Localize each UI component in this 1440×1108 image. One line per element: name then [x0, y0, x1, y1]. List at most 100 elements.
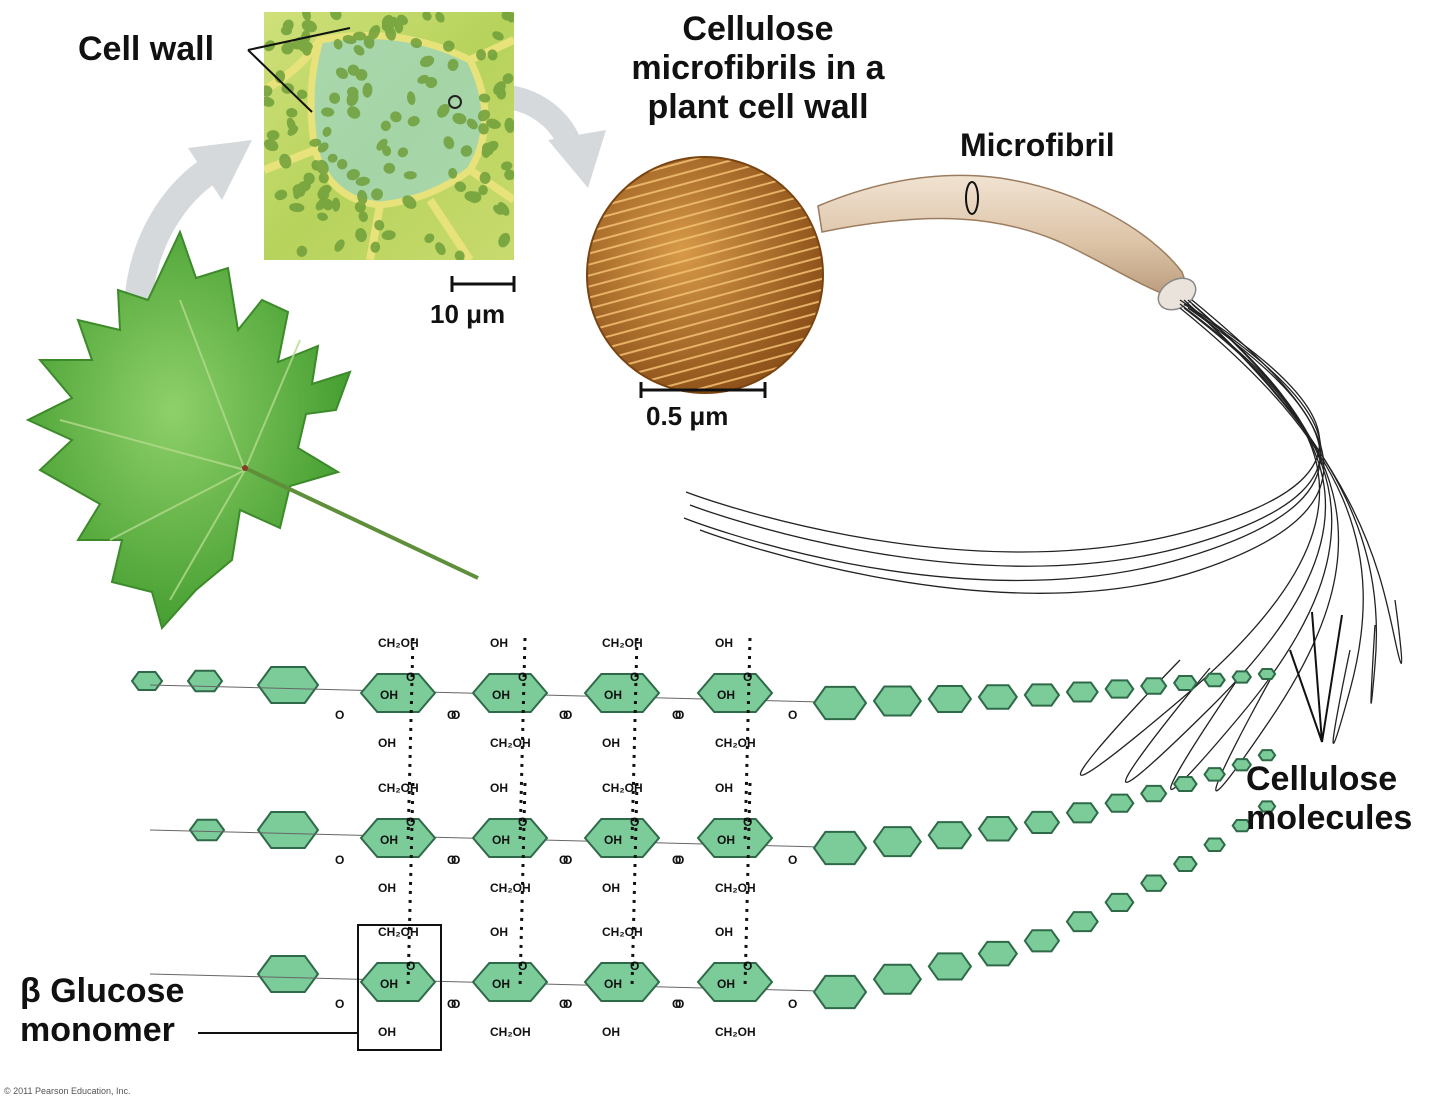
chem-label: O	[559, 997, 568, 1011]
microfibril-micrograph	[586, 156, 824, 394]
chloroplast	[478, 93, 491, 103]
chloroplast	[407, 116, 420, 127]
chloroplast	[355, 69, 368, 81]
chloroplast	[289, 202, 305, 213]
chem-label: OH	[490, 781, 508, 795]
chloroplast	[346, 90, 359, 107]
chloroplast	[478, 123, 489, 135]
simple-glucose-ring	[256, 666, 320, 704]
cellulose-strand	[699, 299, 1325, 594]
chloroplast	[296, 245, 308, 257]
chloroplast	[334, 239, 345, 252]
title-line-3: plant cell wall	[647, 87, 869, 126]
simple-glucose-ring	[188, 818, 226, 842]
chem-label: O	[447, 853, 456, 867]
chloroplast	[292, 184, 306, 198]
chloroplast	[371, 188, 383, 201]
chloroplast	[317, 142, 329, 153]
chloroplast	[410, 38, 423, 49]
chloroplast	[424, 233, 435, 243]
simple-glucose-ring	[186, 669, 224, 693]
chem-label: O	[675, 997, 684, 1011]
chloroplast	[447, 58, 459, 71]
fibril-stripe	[587, 240, 823, 312]
chloroplast	[329, 92, 341, 104]
chem-label: OH	[717, 688, 735, 702]
chloroplast	[284, 41, 295, 53]
fibril-stripe	[587, 295, 823, 367]
chem-label: O	[335, 997, 344, 1011]
simple-glucose-ring	[1065, 681, 1099, 703]
cellulose-strands	[683, 299, 1403, 792]
chloroplast	[279, 153, 292, 169]
chloroplast	[346, 168, 360, 181]
chloroplast	[297, 41, 313, 52]
chloroplast	[479, 171, 491, 185]
chem-label: CH₂OH	[602, 636, 643, 650]
simple-glucose-ring	[1104, 892, 1135, 912]
chem-label: O	[406, 670, 415, 684]
fibril-stripe	[587, 284, 823, 356]
simple-glucose-ring	[1172, 675, 1198, 691]
chloroplast	[454, 181, 467, 192]
chem-label: OH	[715, 781, 733, 795]
simple-glucose-ring	[1140, 874, 1168, 892]
chem-label: OH	[490, 636, 508, 650]
chem-label: O	[672, 853, 681, 867]
chem-label: O	[788, 997, 797, 1011]
chloroplast	[352, 31, 367, 41]
simple-glucose-ring	[977, 684, 1019, 710]
chloroplast	[478, 184, 488, 196]
glucose-ring	[471, 818, 549, 858]
chloroplast	[501, 12, 513, 21]
chem-label: OH	[378, 1025, 396, 1039]
chem-label: O	[451, 708, 460, 722]
chem-label: OH	[380, 977, 398, 991]
simple-glucose-ring	[1023, 929, 1061, 953]
chem-label: O	[518, 815, 527, 829]
chem-label: CH₂OH	[378, 925, 419, 939]
glucose-ring	[696, 962, 774, 1002]
chloroplast	[493, 81, 506, 95]
chloroplast	[317, 212, 328, 221]
simple-glucose-ring	[1065, 802, 1099, 824]
simple-glucose-ring	[1065, 911, 1099, 933]
chem-label: O	[675, 853, 684, 867]
chloroplast	[353, 44, 365, 56]
glucose-ring	[359, 818, 437, 858]
chem-label: O	[675, 708, 684, 722]
cellulose-strand	[689, 303, 1322, 567]
simple-glucose-ring	[256, 955, 320, 993]
chem-label: OH	[490, 925, 508, 939]
chloroplast	[477, 109, 491, 122]
hydrogen-bond	[406, 782, 415, 989]
chloroplast	[486, 118, 501, 129]
chloroplast	[264, 96, 275, 107]
chem-label: O	[563, 708, 572, 722]
chloroplast	[311, 160, 321, 171]
cellulose-molecules-pointer	[1289, 611, 1343, 743]
chloroplast	[500, 161, 513, 171]
chloroplast	[481, 142, 494, 156]
glucose-ring	[583, 818, 661, 858]
chem-label: OH	[715, 925, 733, 939]
chloroplast	[487, 49, 498, 61]
chloroplast	[460, 145, 473, 157]
chloroplast	[403, 171, 417, 180]
label-microfibril: Microfibril	[960, 127, 1115, 163]
cell-wall-micrograph	[264, 12, 514, 260]
chloroplast	[419, 55, 435, 68]
chem-label: O	[563, 997, 572, 1011]
chloroplast	[466, 118, 478, 130]
chloroplast	[437, 103, 450, 118]
chloroplast	[498, 232, 511, 248]
chloroplast	[296, 89, 308, 100]
glucose-ring	[471, 962, 549, 1002]
scale-bar-0.5um	[639, 382, 767, 398]
glucose-ring	[359, 673, 437, 713]
chloroplast	[435, 12, 445, 23]
cellulose-strand	[1179, 307, 1364, 744]
cellulose-strand	[1124, 307, 1327, 783]
